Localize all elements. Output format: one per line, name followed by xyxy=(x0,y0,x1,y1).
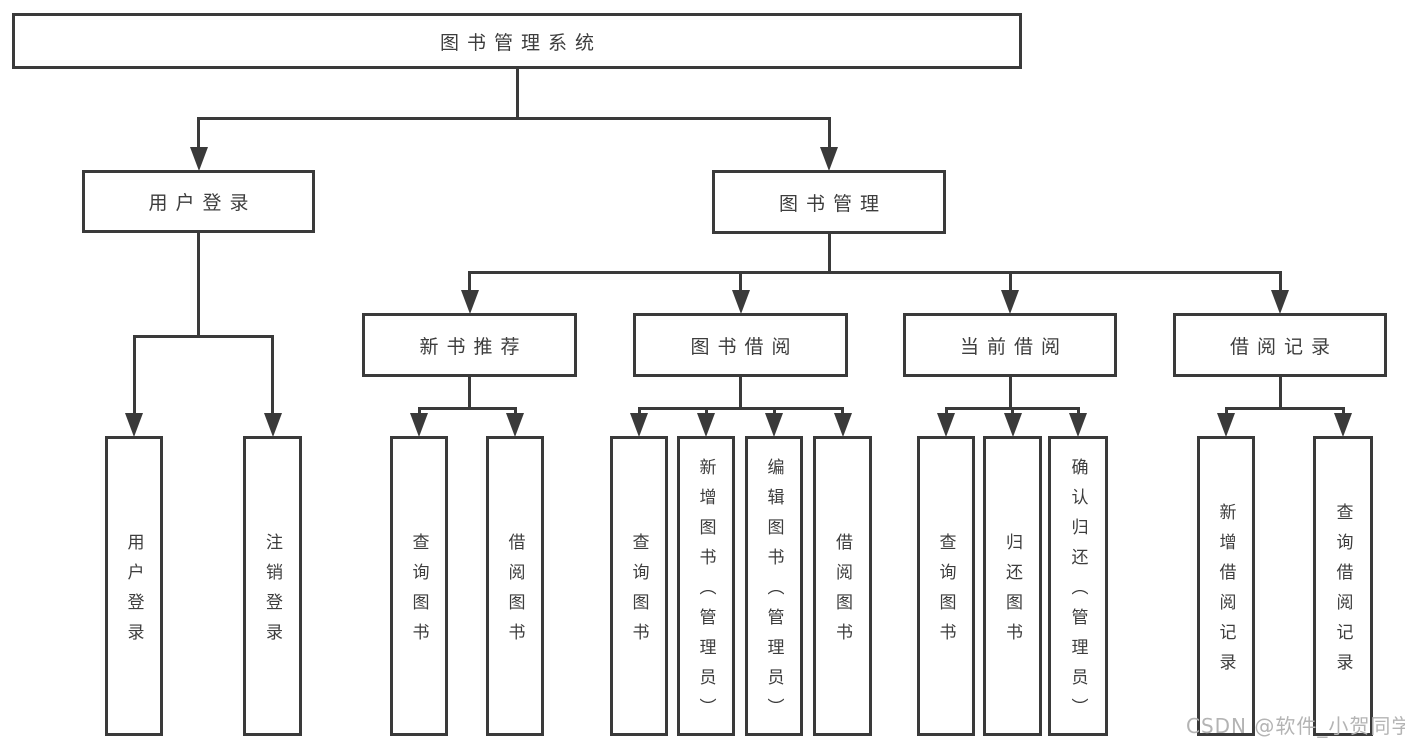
node-leaf-cb-return: 归还图书 xyxy=(983,436,1042,736)
connector-bar-new-book-recommend xyxy=(417,406,517,410)
connector-drop-leaf-cb-confirm xyxy=(1076,406,1080,416)
node-label-borrow-records: 借阅记录 xyxy=(1229,335,1338,358)
node-label-leaf-logout: 注销登录 xyxy=(262,532,282,653)
node-leaf-br-add: 新增借阅记录 xyxy=(1197,436,1255,736)
node-new-book-recommend: 新书推荐 xyxy=(362,313,577,377)
node-library-system: 图书管理系统 xyxy=(12,13,1022,69)
arrow-down-icon-current-borrowing xyxy=(1001,290,1019,314)
node-label-leaf-bb-add: 新增图书（管理员） xyxy=(695,457,716,728)
arrow-down-icon-leaf-rec-query xyxy=(410,413,428,437)
node-book-borrowing: 图书借阅 xyxy=(633,313,848,377)
connector-drop-current-borrowing xyxy=(1008,270,1012,293)
connector-drop-leaf-logout xyxy=(271,334,274,416)
connector-drop-leaf-rec-borrow xyxy=(513,406,517,416)
node-leaf-br-query: 查询借阅记录 xyxy=(1313,436,1373,736)
connector-stub-borrow-records xyxy=(1278,377,1282,408)
connector-drop-user-login xyxy=(197,116,200,150)
arrow-down-icon-leaf-bb-edit xyxy=(765,413,783,437)
node-leaf-logout: 注销登录 xyxy=(243,436,302,736)
node-label-user-login: 用户登录 xyxy=(148,192,257,214)
arrow-down-icon-user-login xyxy=(189,147,208,171)
arrow-down-icon-book-management xyxy=(820,147,838,171)
node-label-leaf-cb-confirm: 确认归还（管理员） xyxy=(1067,457,1088,728)
arrow-down-icon-leaf-rec-borrow xyxy=(506,413,524,437)
connector-stub-current-borrowing xyxy=(1008,377,1012,408)
connector-stub-user-login xyxy=(197,233,200,336)
node-label-library-system: 图书管理系统 xyxy=(439,31,602,54)
connector-bar-book-borrowing xyxy=(637,406,844,410)
arrow-down-icon-new-book-recommend xyxy=(460,290,479,314)
connector-drop-leaf-bb-add xyxy=(704,406,708,416)
connector-stub-new-book-recommend xyxy=(468,377,471,408)
node-label-leaf-user-login: 用户登录 xyxy=(123,532,144,653)
connector-stub-book-management xyxy=(827,234,831,272)
arrow-down-icon-leaf-cb-return xyxy=(1003,413,1022,437)
node-user-login: 用户登录 xyxy=(82,170,315,233)
node-leaf-rec-borrow: 借阅图书 xyxy=(486,436,544,736)
arrow-down-icon-leaf-user-login xyxy=(125,413,143,437)
connector-drop-leaf-cb-return xyxy=(1011,406,1014,416)
node-label-book-borrowing: 图书借阅 xyxy=(690,335,799,358)
node-label-leaf-cb-query: 查询图书 xyxy=(935,532,956,653)
connector-bar-library-system xyxy=(197,116,831,120)
connector-bar-user-login xyxy=(132,334,274,338)
node-label-new-book-recommend: 新书推荐 xyxy=(419,335,528,358)
csdn-watermark: CSDN @软件_小贺同学 xyxy=(1186,714,1405,738)
connector-drop-leaf-rec-query xyxy=(417,406,421,416)
arrow-down-icon-leaf-bb-add xyxy=(697,413,715,437)
node-current-borrowing: 当前借阅 xyxy=(903,313,1117,377)
node-book-management: 图书管理 xyxy=(712,170,946,234)
connector-bar-borrow-records xyxy=(1224,406,1345,410)
arrow-down-icon-leaf-cb-confirm xyxy=(1069,413,1087,437)
connector-drop-book-management xyxy=(827,116,831,150)
arrow-down-icon-book-borrowing xyxy=(731,290,750,314)
node-leaf-rec-query: 查询图书 xyxy=(390,436,448,736)
node-label-leaf-br-query: 查询借阅记录 xyxy=(1332,502,1353,683)
connector-drop-leaf-bb-edit xyxy=(772,406,776,416)
connector-stub-book-borrowing xyxy=(739,377,742,408)
connector-drop-leaf-bb-query xyxy=(637,406,641,416)
node-leaf-cb-query: 查询图书 xyxy=(917,436,975,736)
node-label-leaf-cb-return: 归还图书 xyxy=(1002,532,1022,653)
arrow-down-icon-leaf-bb-borrow xyxy=(833,413,852,437)
arrow-down-icon-leaf-bb-query xyxy=(630,413,648,437)
connector-drop-leaf-bb-borrow xyxy=(841,406,844,416)
node-label-leaf-rec-borrow: 借阅图书 xyxy=(504,532,525,653)
connector-drop-leaf-br-query xyxy=(1341,406,1345,416)
arrow-down-icon-leaf-br-add xyxy=(1217,413,1235,437)
connector-drop-leaf-cb-query xyxy=(944,406,948,416)
node-label-current-borrowing: 当前借阅 xyxy=(959,335,1068,358)
node-leaf-bb-edit: 编辑图书（管理员） xyxy=(745,436,803,736)
node-borrow-records: 借阅记录 xyxy=(1173,313,1387,377)
node-label-book-management: 图书管理 xyxy=(778,192,887,215)
node-leaf-bb-borrow: 借阅图书 xyxy=(813,436,872,736)
connector-drop-new-book-recommend xyxy=(468,270,471,293)
node-leaf-bb-add: 新增图书（管理员） xyxy=(677,436,735,736)
node-label-leaf-br-add: 新增借阅记录 xyxy=(1215,502,1236,683)
connector-bar-book-management xyxy=(468,270,1282,274)
node-leaf-user-login: 用户登录 xyxy=(105,436,163,736)
node-leaf-bb-query: 查询图书 xyxy=(610,436,668,736)
node-label-leaf-bb-query: 查询图书 xyxy=(628,532,649,653)
arrow-down-icon-borrow-records xyxy=(1271,290,1289,314)
arrow-down-icon-leaf-br-query xyxy=(1334,413,1352,437)
connector-drop-leaf-user-login xyxy=(132,334,136,416)
arrow-down-icon-leaf-cb-query xyxy=(937,413,955,437)
node-label-leaf-bb-borrow: 借阅图书 xyxy=(832,532,852,653)
node-label-leaf-rec-query: 查询图书 xyxy=(408,532,429,653)
node-leaf-cb-confirm: 确认归还（管理员） xyxy=(1048,436,1108,736)
arrow-down-icon-leaf-logout xyxy=(263,413,282,437)
connector-drop-book-borrowing xyxy=(739,270,742,293)
node-label-leaf-bb-edit: 编辑图书（管理员） xyxy=(763,457,784,728)
connector-drop-borrow-records xyxy=(1278,270,1282,293)
connector-stub-library-system xyxy=(515,69,519,118)
connector-drop-leaf-br-add xyxy=(1224,406,1228,416)
